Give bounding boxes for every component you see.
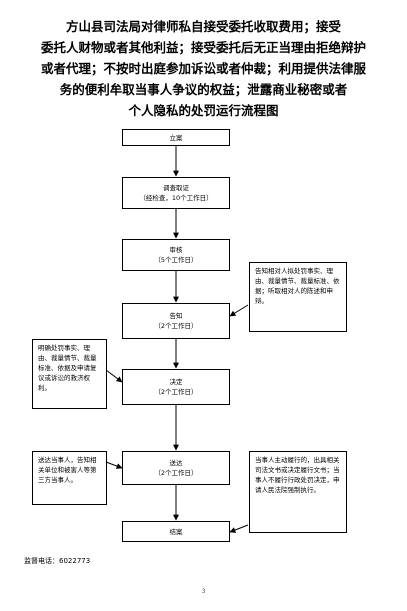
page-title: 方山县司法局对律师私自接受委托收取费用；接受 委托人财物或者其他利益；接受委托后… xyxy=(0,16,407,121)
flow-review: 审核 （5个工作日） xyxy=(122,239,230,271)
note-end-text: 当事人主动履行的，出具相关司法文书或决定履行文书；当事人不履行行政处罚决定，申请… xyxy=(255,456,340,494)
flow-end-label: 结案 xyxy=(169,527,183,536)
arrow-end-note xyxy=(229,524,249,533)
page-number: 3 xyxy=(201,588,206,595)
arrow-decide-note xyxy=(105,369,123,383)
flow-notify-time: （2个工作日） xyxy=(154,322,198,330)
title-line-3: 或者代理；不按时出庭参加诉讼或者仲裁；利用提供法律服 xyxy=(40,61,366,76)
flow-review-time: （5个工作日） xyxy=(154,256,198,264)
flow-start: 立案 xyxy=(122,129,230,146)
note-decide: 明确处罚事实、理由、裁量情节、裁量标准、依据及申请复议或诉讼的救济权利。 xyxy=(32,339,107,409)
title-line-4: 务的便利牟取当事人争议的权益；泄露商业秘密或者 xyxy=(59,82,348,97)
flow-review-label: 审核 xyxy=(169,246,183,254)
flow-investigate: 调查取证 （经检查，10个工作日） xyxy=(122,177,230,209)
arrow-deliver-note xyxy=(105,461,123,469)
flow-deliver-time: （2个工作日） xyxy=(154,469,198,477)
title-line-2: 委托人财物或者其他利益；接受委托后无正当理由拒绝辩护 xyxy=(40,40,366,55)
flow-notify: 告知 （2个工作日） xyxy=(122,303,230,339)
flow-decide: 决定 （2个工作日） xyxy=(122,369,230,405)
note-notify: 告知相对人拟处罚事实、理由、裁量情节、裁量标准、依据；听取相对人的陈述和申辩。 xyxy=(249,262,347,332)
title-line-5: 个人隐私的处罚运行流程图 xyxy=(128,103,279,118)
flow-notify-label: 告知 xyxy=(169,312,183,320)
note-notify-text: 告知相对人拟处罚事实、理由、裁量情节、裁量标准、依据；听取相对人的陈述和申辩。 xyxy=(255,267,340,305)
note-deliver-text: 送达当事人，告知相关单位和被害人等第三方当事人。 xyxy=(38,456,97,484)
flow-end: 结案 xyxy=(122,521,230,542)
arrow-notify-note xyxy=(229,304,249,317)
flow-start-label: 立案 xyxy=(169,133,183,142)
title-line-1: 方山县司法局对律师私自接受委托收取费用；接受 xyxy=(65,19,341,34)
note-decide-text: 明确处罚事实、理由、裁量情节、裁量标准、依据及申请复议或诉讼的救济权利。 xyxy=(38,344,97,392)
note-deliver: 送达当事人，告知相关单位和被害人等第三方当事人。 xyxy=(32,451,107,505)
note-end: 当事人主动履行的，出具相关司法文书或决定履行文书；当事人不履行行政处罚决定，申请… xyxy=(249,451,347,533)
flow-decide-time: （2个工作日） xyxy=(154,388,198,396)
supervision-phone: 监督电话：6022773 xyxy=(24,557,91,565)
flow-deliver: 送达 （2个工作日） xyxy=(122,451,230,485)
flow-deliver-label: 送达 xyxy=(169,459,183,467)
flow-investigate-label: 调查取证 xyxy=(163,184,189,192)
flow-investigate-time: （经检查，10个工作日） xyxy=(139,194,213,202)
flow-decide-label: 决定 xyxy=(169,378,183,386)
